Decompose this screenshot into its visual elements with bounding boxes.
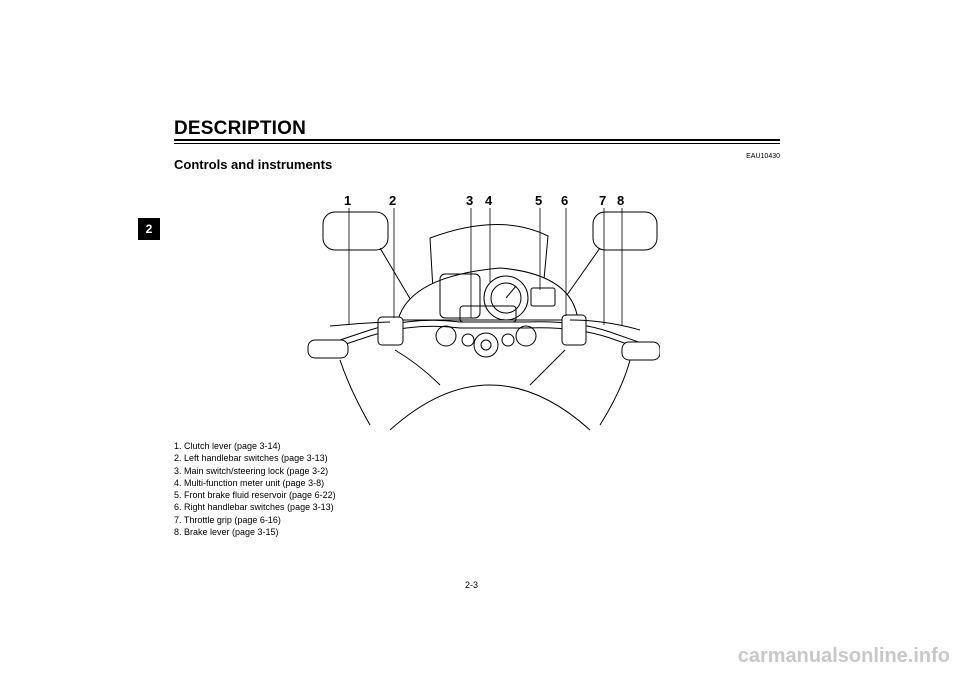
page-number: 2-3 (465, 580, 479, 590)
header-rule-thick (174, 139, 780, 141)
parts-legend: 1. Clutch lever (page 3-14) 2. Left hand… (174, 440, 336, 538)
header-title: DESCRIPTION (174, 118, 307, 139)
watermark: carmanualsonline.info (737, 645, 950, 667)
callout-7: 7 (599, 193, 607, 208)
legend-item: 5. Front brake fluid reservoir (page 6-2… (174, 490, 336, 501)
callout-2: 2 (389, 193, 397, 208)
callout-5: 5 (535, 193, 543, 208)
callout-6: 6 (561, 193, 569, 208)
legend-item: 4. Multi-function meter unit (page 3-8) (174, 477, 325, 488)
legend-item: 6. Right handlebar switches (page 3-13) (174, 502, 334, 513)
callout-8: 8 (617, 193, 625, 208)
code-ref: EAU10430 (746, 153, 780, 160)
legend-item: 7. Throttle grip (page 6-16) (174, 514, 281, 525)
controls-illustration (307, 211, 660, 431)
legend-item: 1. Clutch lever (page 3-14) (174, 441, 281, 451)
callout-4: 4 (485, 193, 493, 208)
header-rule-thin (174, 143, 780, 144)
callout-1: 1 (344, 193, 352, 208)
chapter-tab: 2 (138, 218, 160, 240)
callout-3: 3 (466, 193, 474, 208)
section-title: Controls and instruments (174, 157, 333, 172)
legend-item: 2. Left handlebar switches (page 3-13) (174, 453, 328, 464)
legend-item: 3. Main switch/steering lock (page 3-2) (174, 465, 329, 476)
legend-item: 8. Brake lever (page 3-15) (174, 527, 279, 538)
